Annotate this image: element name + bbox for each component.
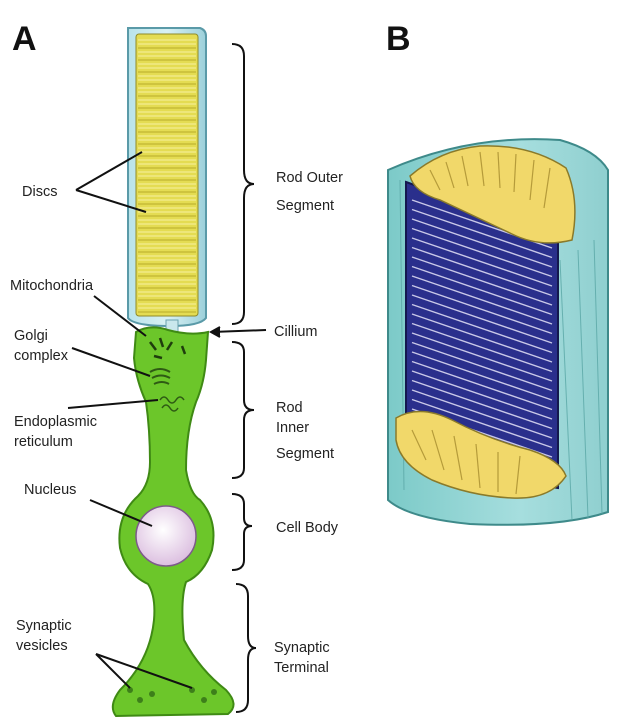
cilium-arrowhead (211, 327, 220, 337)
label-golgi-1: Golgi (14, 328, 48, 344)
brace-inner-segment (232, 342, 254, 478)
outer-segment-3d-cutaway (388, 139, 608, 525)
brace-cell-body (232, 494, 252, 570)
er-pointer (68, 400, 158, 408)
panel-a-label: A (12, 20, 37, 58)
label-synaptic-2: vesicles (16, 638, 68, 654)
label-inner-2: Inner (276, 420, 309, 436)
label-cillium: Cillium (274, 324, 318, 340)
label-inner-1: Rod (276, 400, 303, 416)
brace-outer-segment (232, 44, 254, 324)
nucleus (136, 506, 196, 566)
panel-b-label: B (386, 20, 411, 58)
cilium-arrow (212, 330, 266, 332)
label-inner-3: Segment (276, 446, 334, 462)
label-nucleus: Nucleus (24, 482, 76, 498)
label-er-2: reticulum (14, 434, 73, 450)
right-annotations (211, 44, 266, 712)
label-cell-body: Cell Body (276, 520, 339, 536)
rod-outer-segment (128, 28, 206, 326)
label-terminal-2: Terminal (274, 660, 329, 676)
brace-synaptic-terminal (236, 584, 256, 712)
label-outer-1: Rod Outer (276, 170, 343, 186)
label-outer-2: Segment (276, 198, 334, 214)
label-er-1: Endoplasmic (14, 414, 97, 430)
label-terminal-1: Synaptic (274, 640, 330, 656)
label-golgi-2: complex (14, 348, 69, 364)
label-synaptic-1: Synaptic (16, 618, 72, 634)
label-discs: Discs (22, 184, 57, 200)
label-mitochondria: Mitochondria (10, 278, 94, 294)
